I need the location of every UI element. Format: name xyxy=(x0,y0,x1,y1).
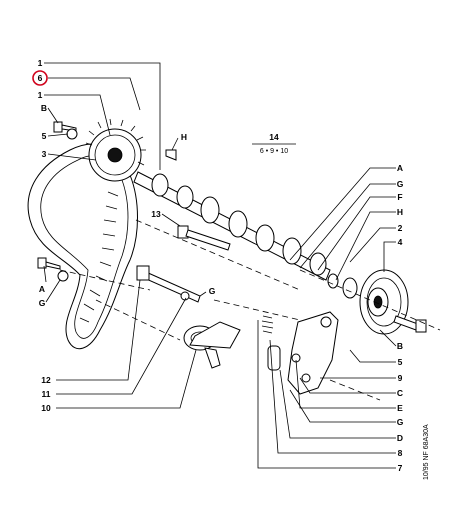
label-h-top: H xyxy=(181,132,187,142)
label-6: 6 xyxy=(38,73,43,83)
camshaft xyxy=(133,171,331,281)
leader-lines xyxy=(43,62,397,469)
ref-box-top: 14 xyxy=(269,132,279,142)
assembly-axes xyxy=(59,219,441,401)
ref-box-bottom: 6 • 9 • 10 xyxy=(260,148,288,155)
label-13: 13 xyxy=(151,209,161,219)
crankshaft-pulley xyxy=(327,269,409,335)
pulley-bolt xyxy=(393,315,427,333)
footer-code: 10/95 NF 68A30A xyxy=(423,424,430,480)
camshaft-sprocket xyxy=(85,118,146,182)
label-g-bottom: G xyxy=(397,417,404,427)
label-3: 3 xyxy=(42,149,47,159)
label-b-right: B xyxy=(397,341,403,351)
tensioner-spring xyxy=(261,315,281,371)
label-g-mid: G xyxy=(209,286,216,296)
callout-labels: 1 6 1 B 5 3 H 13 A G 12 11 10 G A G F H … xyxy=(38,58,404,473)
tensioner-bracket xyxy=(287,311,339,395)
idler-bolt xyxy=(136,265,201,303)
timing-belt xyxy=(27,143,138,350)
label-10: 10 xyxy=(41,403,51,413)
label-e: E xyxy=(397,403,403,413)
label-g-left: G xyxy=(39,298,46,308)
label-1-second: 1 xyxy=(38,90,43,100)
tensioner-roller xyxy=(183,321,241,369)
label-h-right: H xyxy=(397,207,403,217)
label-7: 7 xyxy=(398,463,403,473)
label-b-top: B xyxy=(41,103,47,113)
label-f: F xyxy=(397,192,402,202)
label-c: C xyxy=(397,388,403,398)
label-g-right: G xyxy=(397,179,404,189)
label-a-right: A xyxy=(397,163,403,173)
label-5-right: 5 xyxy=(398,357,403,367)
highlight-circle xyxy=(32,70,48,86)
label-1-top: 1 xyxy=(38,58,43,68)
label-12: 12 xyxy=(41,375,51,385)
label-9: 9 xyxy=(398,373,403,383)
label-5-top: 5 xyxy=(42,131,47,141)
label-2: 2 xyxy=(398,223,403,233)
woodruff-key xyxy=(165,149,177,161)
label-a-left: A xyxy=(39,284,45,294)
left-fasteners xyxy=(37,121,78,282)
label-d: D xyxy=(397,433,403,443)
label-8: 8 xyxy=(398,448,403,458)
label-4: 4 xyxy=(398,237,403,247)
label-11: 11 xyxy=(42,389,51,399)
reference-box: 14 6 • 9 • 10 xyxy=(252,132,296,155)
bolt-13 xyxy=(177,225,231,251)
